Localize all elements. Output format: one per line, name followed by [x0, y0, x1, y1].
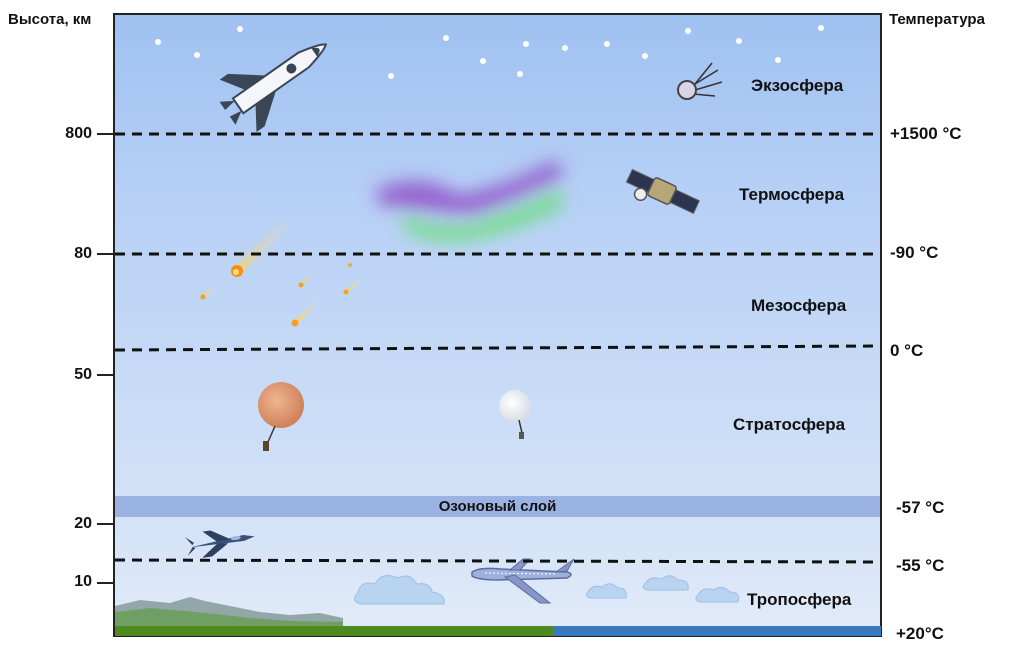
altitude-label-80: 80: [74, 245, 92, 262]
temperature-label-mesosphere-boundary: 0 °C: [890, 341, 924, 360]
mountain-icon: [115, 597, 343, 630]
altitude-label-800: 800: [65, 125, 92, 142]
sea-strip: [553, 626, 881, 636]
layer-label-stratosphere: Стратосфера: [733, 415, 846, 434]
temperature-axis-title: Температура: [889, 11, 985, 28]
meteor-icon: [200, 210, 365, 327]
star-icon: [155, 25, 824, 79]
altitude-tick-20: [97, 523, 113, 525]
layer-label-troposphere: Тропосфера: [747, 590, 852, 609]
layer-boundaries: [114, 132, 881, 564]
temperature-label-tropopause: -55 °C: [896, 556, 945, 575]
white-balloon-icon: [499, 390, 531, 439]
layer-label-exosphere: Экзосфера: [751, 76, 844, 95]
airliner-icon: [471, 558, 575, 604]
orange-balloon-icon: [258, 382, 304, 451]
fighter-jet-icon: [185, 530, 255, 558]
satellite-icon: [625, 168, 701, 215]
layer-label-mesosphere: Мезосфера: [751, 296, 847, 315]
altitude-tick-50: [97, 374, 113, 376]
boundary-line-tropopause: [114, 558, 881, 564]
altitude-label-50: 50: [74, 366, 92, 383]
altitude-axis-title: Высота, км: [8, 11, 92, 28]
atmosphere-panel: [113, 13, 882, 637]
sputnik-icon: [677, 62, 723, 100]
altitude-label-10: 10: [74, 573, 92, 590]
ozone-layer-label: Озоновый слой: [438, 498, 557, 515]
land-strip: [115, 626, 553, 636]
temperature-label-exosphere-boundary: +1500 °C: [890, 124, 962, 143]
altitude-tick-800: [97, 133, 113, 135]
altitude-tick-80: [97, 253, 113, 255]
temperature-label-surface: +20°C: [896, 624, 944, 643]
cloud-icon: [354, 575, 740, 605]
space-shuttle-icon: [219, 43, 327, 133]
temperature-label-thermosphere-boundary: -90 °C: [890, 243, 939, 262]
aurora-icon: [375, 160, 565, 242]
boundary-line-0c: [114, 344, 881, 352]
altitude-tick-10: [97, 582, 113, 584]
layer-label-thermosphere: Термосфера: [739, 185, 845, 204]
temperature-label-ozone: -57 °C: [896, 498, 945, 517]
altitude-label-20: 20: [74, 515, 92, 532]
ozone-layer-band: [115, 496, 880, 517]
